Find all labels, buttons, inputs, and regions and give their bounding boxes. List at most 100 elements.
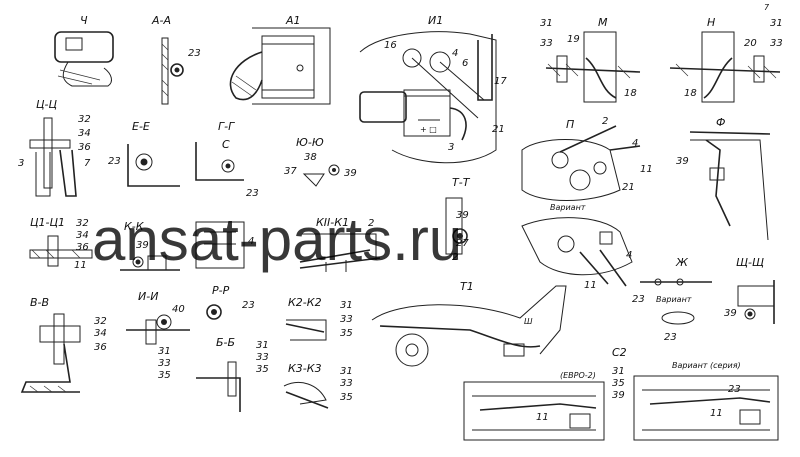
- leader-lines: [411, 57, 485, 119]
- label-39-k: 39: [136, 240, 149, 251]
- harness-f: [705, 139, 731, 227]
- wire-bundle: [174, 67, 180, 73]
- label-31-k3: 31: [340, 366, 353, 377]
- view-b-b-title: Б-Б: [216, 336, 235, 349]
- svg-text:+ □: + □: [420, 125, 437, 134]
- watermark: ansat-parts.ru: [92, 206, 462, 273]
- hose-curve: [229, 51, 263, 101]
- note-sh: Ш: [524, 317, 533, 326]
- label-32: 32: [78, 114, 91, 125]
- bolt: [556, 55, 568, 83]
- cab-panel-outline: [359, 31, 497, 164]
- label-31: 31: [540, 18, 553, 29]
- connector-body: [54, 31, 114, 63]
- clamp-strap: [585, 57, 617, 99]
- label-33-k3: 33: [340, 378, 353, 389]
- label-39-c2: 39: [612, 390, 625, 401]
- label-35-k3: 35: [340, 392, 353, 403]
- label-31-b: 31: [256, 340, 269, 351]
- view-yu-yu-title: Ю-Ю: [296, 136, 324, 149]
- variant-bracket: Вариант 4 11: [521, 203, 633, 291]
- view-t-t: Т-Т 39 27 2: [445, 176, 471, 263]
- label-11-v: 11: [584, 280, 597, 291]
- view-f: Ф 39: [676, 116, 771, 241]
- label-11-c2a: 11: [536, 412, 549, 423]
- view-b-b: Б-Б 31 33 35: [196, 336, 269, 412]
- view-i1: И1 + □ 16 4 6 17 21 3: [359, 14, 507, 164]
- label-18-n: 18: [684, 88, 697, 99]
- label-23-c2: 23: [728, 384, 741, 395]
- view-ts-ts-title: Ц-Ц: [36, 98, 58, 111]
- label-32-v: 32: [94, 316, 107, 327]
- label-31-n: 31: [770, 18, 783, 29]
- view-ch-title: Ч: [80, 14, 88, 27]
- note-euro2: (ЕВРО-2): [560, 371, 596, 380]
- label-2-k1: 2: [368, 218, 374, 229]
- view-t1: Т1 Ш: [371, 280, 567, 367]
- view-k-k: К-К 39: [120, 220, 180, 271]
- label-33-n: 33: [770, 38, 783, 49]
- view-i-i-title: И-И: [138, 290, 158, 303]
- harness-t1: [379, 325, 541, 348]
- label-11-p: 11: [640, 164, 653, 175]
- support-bracket: [477, 34, 493, 101]
- label-23: 23: [188, 48, 201, 59]
- view-zh: Ж 23 Вариант 23: [632, 256, 712, 343]
- bracket-assembly-4: 4: [195, 221, 254, 269]
- clamp-ring: [170, 63, 184, 77]
- label-21: 21: [492, 124, 505, 135]
- label-35-ii: 35: [158, 370, 171, 381]
- label-31-k2: 31: [340, 300, 353, 311]
- label-4: 4: [452, 48, 458, 59]
- view-k2-k2: К2-К2 31 33 35: [285, 296, 353, 341]
- view-g-g: Г-Г С 23: [195, 120, 259, 199]
- label-34: 34: [78, 128, 91, 139]
- label-19: 19: [567, 34, 580, 45]
- label-23-zh: 23: [632, 294, 645, 305]
- label-33: 33: [540, 38, 553, 49]
- view-k2-k2-title: К2-К2: [288, 296, 322, 309]
- label-36-ts1: 36: [76, 242, 89, 253]
- view-m-title: М: [598, 16, 608, 29]
- label-21-p: 21: [622, 182, 635, 193]
- note-variant-serial: Вариант (серия): [672, 361, 741, 370]
- view-ts1-ts1: Ц1-Ц1 32 34 36 11: [29, 216, 93, 271]
- view-e-e: Е-Е 23: [108, 120, 180, 187]
- label-33-k2: 33: [340, 314, 353, 325]
- view-m: 31 33 М 19 18: [540, 16, 641, 103]
- view-yu-yu: Ю-Ю 38 37 39: [284, 136, 357, 187]
- pulley-right: [429, 51, 451, 73]
- label-32-ts1: 32: [76, 218, 89, 229]
- view-r-r-title: Р-Р: [212, 284, 230, 297]
- view-ts1-ts1-title: Ц1-Ц1: [30, 216, 65, 229]
- view-kii-k1-title: КII-К1: [316, 216, 349, 229]
- label-35-b: 35: [256, 364, 269, 375]
- clip: [135, 153, 153, 171]
- view-p: П 2 4 11 21: [521, 116, 653, 201]
- hose-to-valve: [449, 107, 467, 141]
- label-6: 6: [462, 58, 468, 69]
- note-variant-zh: Вариант: [656, 295, 692, 304]
- label-3: 3: [448, 142, 454, 153]
- sheet-mark: 7: [764, 3, 770, 12]
- bracket-casting: [521, 139, 621, 201]
- label-2-p: 2: [602, 116, 608, 127]
- view-i-i: И-И 40 31 33 35: [126, 290, 190, 381]
- label-34-v: 34: [94, 328, 107, 339]
- label-17: 17: [494, 76, 507, 87]
- label-38: 38: [304, 152, 317, 163]
- view-a-a-title: А-А: [151, 14, 171, 27]
- label-40: 40: [172, 304, 185, 315]
- frame-member-n: [701, 31, 735, 103]
- label-36: 36: [78, 142, 91, 153]
- view-kii-k1: КII-К1 2: [299, 216, 381, 272]
- view-k3-k3-title: К3-К3: [288, 362, 322, 375]
- label-39-f: 39: [676, 156, 689, 167]
- label-4-v: 4: [626, 250, 632, 261]
- view-k-k-title: К-К: [124, 220, 145, 233]
- label-11-c2b: 11: [710, 408, 723, 419]
- label-31-ii: 31: [158, 346, 171, 357]
- view-n: Н 20 31 33 18: [669, 16, 783, 103]
- view-shch-shch-title: Щ-Щ: [736, 256, 764, 269]
